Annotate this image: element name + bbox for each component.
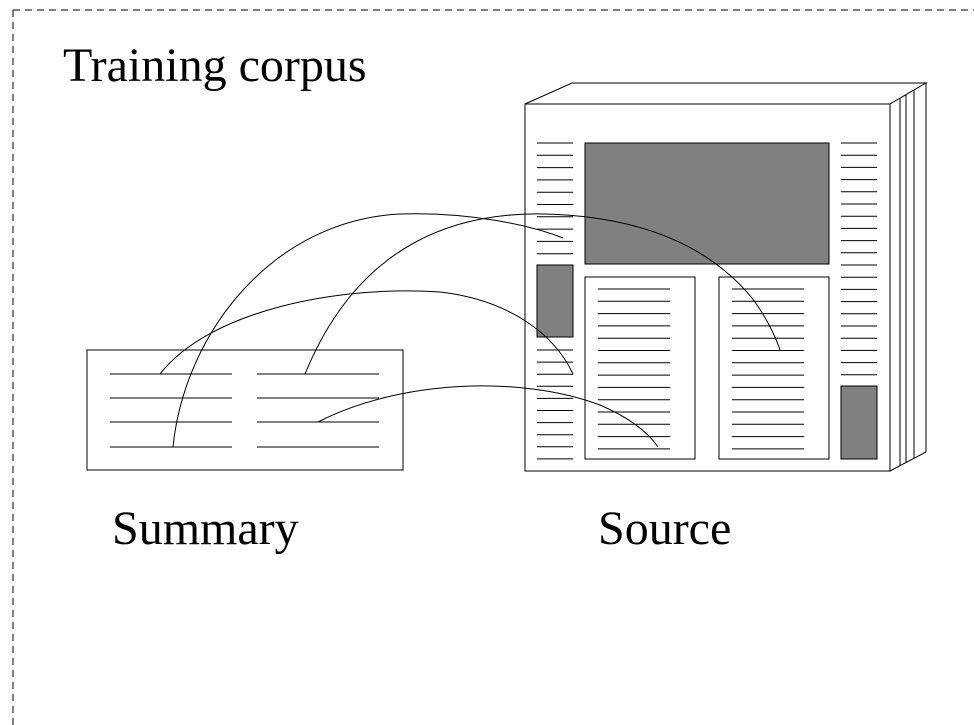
summary-page — [86, 349, 404, 471]
headline-image-block — [584, 142, 830, 265]
article-box-right — [718, 276, 830, 460]
alignment-arc — [172, 213, 564, 448]
source-label: Source — [598, 502, 732, 555]
corpus-title: Training corpus — [63, 39, 367, 92]
alignment-arc — [304, 213, 781, 375]
right-image-block — [840, 385, 878, 460]
left-image-block — [536, 264, 574, 338]
source-newspaper — [524, 82, 928, 472]
newspaper-side-edge — [889, 82, 927, 472]
summary-label: Summary — [112, 502, 299, 555]
summary-document — [86, 349, 404, 471]
alignment-arc — [159, 290, 574, 375]
article-box-left — [584, 276, 696, 460]
alignment-arc — [317, 385, 659, 448]
alignment-arcs — [159, 213, 781, 448]
newspaper-top-edge — [524, 82, 928, 105]
corpus-frame — [12, 9, 974, 725]
